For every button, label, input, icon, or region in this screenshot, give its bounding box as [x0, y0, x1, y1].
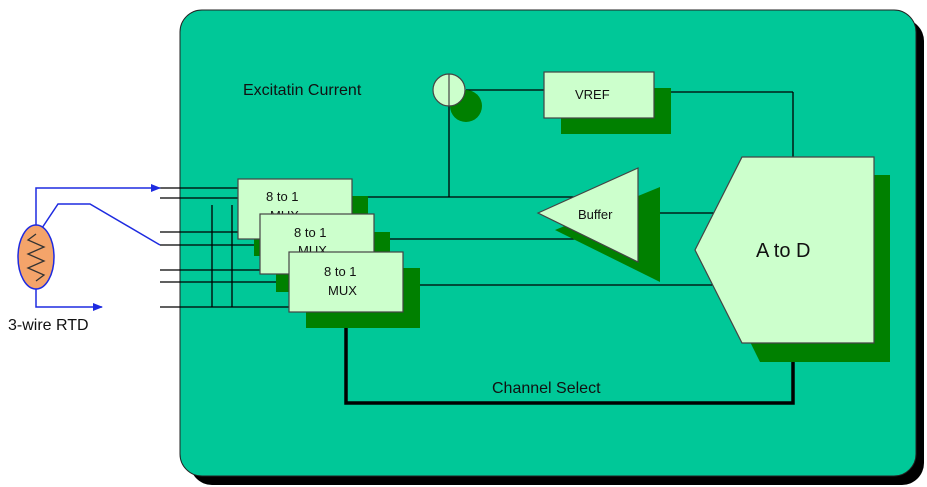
vref-label: VREF: [575, 87, 610, 102]
adc-label: A to D: [756, 240, 810, 262]
board: [179, 9, 917, 477]
rtd-wires: [35, 184, 161, 311]
mux-1-label-line1: 8 to 1: [266, 189, 299, 204]
adc-block: [694, 156, 875, 344]
mux-3-label-line1: 8 to 1: [324, 264, 357, 279]
excitation-current-label: Excitatin Current: [243, 82, 362, 99]
vref-block: [543, 71, 655, 119]
rtd-icon: [17, 224, 55, 290]
mux-3-label-line2: MUX: [328, 283, 357, 298]
buffer-block: [536, 167, 639, 263]
excitation-source-icon: [432, 73, 466, 107]
buffer-label: Buffer: [578, 207, 613, 222]
mux-3-block: [288, 251, 404, 313]
rtd-label: 3-wire RTD: [8, 317, 89, 334]
mux-2-label-line1: 8 to 1: [294, 225, 327, 240]
channel-select-label: Channel Select: [492, 380, 601, 397]
channel-select-line: [344, 312, 795, 405]
